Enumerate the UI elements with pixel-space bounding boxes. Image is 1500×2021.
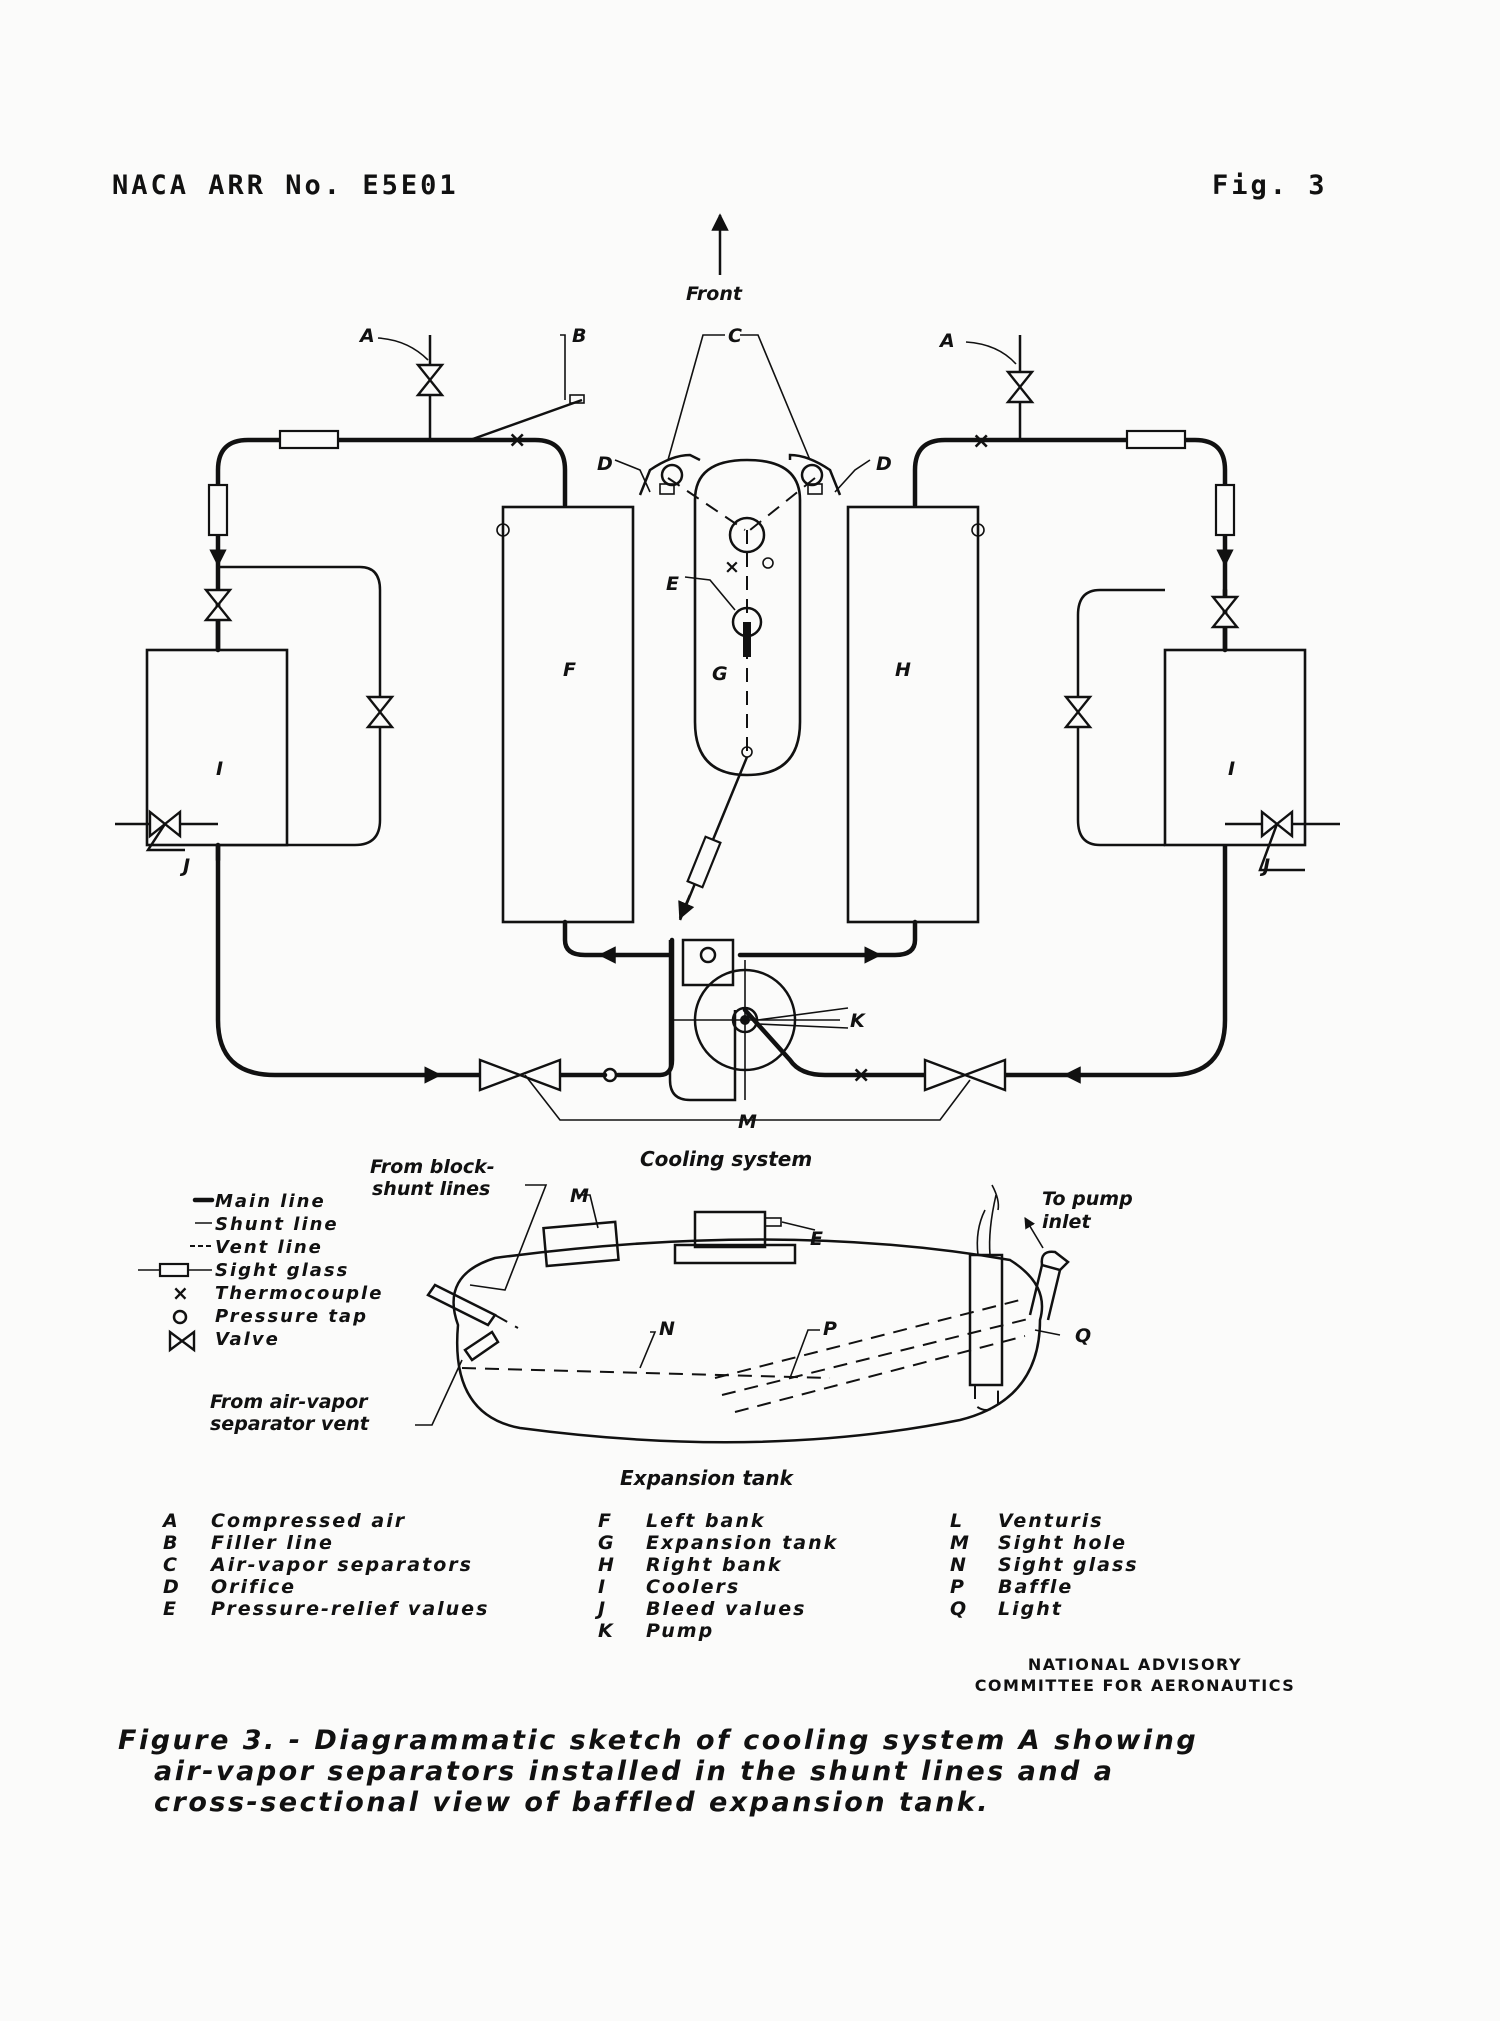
expansion-tank-section (415, 1184, 1070, 1444)
right-bank-box (846, 505, 980, 924)
legend-vent-line: Vent line (215, 1237, 323, 1258)
line-legend-symbols: × (138, 1197, 215, 1353)
left-cooler-box (145, 648, 289, 847)
front-arrow: Front (686, 213, 743, 305)
report-number: NACA ARR No. E5E01 (112, 170, 459, 201)
valves (148, 363, 1294, 1092)
legend-pressure-tap: Pressure tap (215, 1306, 368, 1327)
legend-thermocouple: Thermocouple (215, 1283, 384, 1304)
label-A-left: A (358, 325, 375, 347)
bank-return-lines (562, 919, 918, 964)
line-legend: Main line Shunt line Vent line Sight gla… (140, 1190, 383, 1351)
callout-from-block-1: From block- (370, 1156, 495, 1178)
label-Q: Q (1075, 1325, 1091, 1347)
sight-glass-left-side (207, 483, 229, 537)
callout-from-block-2: shunt lines (372, 1178, 490, 1200)
left-bank-box (501, 505, 635, 924)
figure-caption: Figure 3. - Diagrammatic sketch of cooli… (118, 1725, 1199, 1818)
sight-glass-left-top (278, 429, 340, 450)
expansion-tank-top (693, 458, 802, 777)
legend-sight-glass: Sight glass (215, 1260, 350, 1281)
expansion-tank-title: Expansion tank (620, 1466, 795, 1490)
svg-text:×: × (724, 556, 740, 578)
label-I-right: I (1228, 758, 1235, 780)
label-J-right: J (1259, 855, 1270, 877)
svg-text:×: × (508, 428, 526, 453)
label-G: G (712, 663, 728, 685)
label-B: B (572, 325, 586, 347)
svg-text:×: × (172, 1281, 189, 1305)
cooling-system-title: Cooling system (640, 1147, 812, 1171)
label-I-left: I (216, 758, 223, 780)
legend-valve: Valve (215, 1329, 280, 1350)
label-C: C (728, 325, 742, 347)
label-N: N (659, 1318, 675, 1340)
left-main-line (215, 437, 675, 1078)
label-F: F (563, 659, 576, 681)
legend-main-line: Main line (215, 1191, 326, 1212)
figure-number: Fig. 3 (1212, 170, 1328, 201)
svg-text:×: × (972, 429, 990, 454)
label-D-left: D (597, 453, 613, 475)
label-M-tank: M (570, 1185, 589, 1207)
label-E: E (666, 573, 679, 595)
label-E-tank: E (810, 1228, 823, 1250)
label-leaders (377, 334, 1017, 1121)
bleed-lines (115, 822, 1340, 872)
right-main-line (742, 437, 1228, 1078)
naca-credit: NATIONAL ADVISORY COMMITTEE FOR AERONAUT… (974, 1655, 1296, 1695)
right-shunt-line (1076, 588, 1165, 847)
callout-from-separator-2: separator vent (210, 1413, 370, 1435)
front-label: Front (686, 283, 743, 305)
sight-glass-right-top (1125, 429, 1187, 450)
pump (668, 938, 849, 1102)
right-cooler-box (1163, 648, 1307, 847)
label-J-left: J (179, 855, 190, 877)
callout-from-separator-1: From air-vapor (210, 1391, 369, 1413)
label-P: P (823, 1318, 837, 1340)
label-H: H (895, 659, 911, 681)
sight-glass-right-side (1214, 483, 1236, 537)
label-K: K (850, 1010, 866, 1032)
callout-to-pump-1: To pump (1042, 1188, 1133, 1210)
label-A-right: A (938, 330, 955, 352)
svg-text:×: × (852, 1063, 870, 1088)
label-M-venturi: M (738, 1111, 757, 1133)
callout-to-pump-2: inlet (1042, 1211, 1091, 1233)
legend-shunt-line: Shunt line (215, 1214, 339, 1235)
label-D-right: D (876, 453, 892, 475)
tank-to-pump-line (678, 756, 749, 921)
